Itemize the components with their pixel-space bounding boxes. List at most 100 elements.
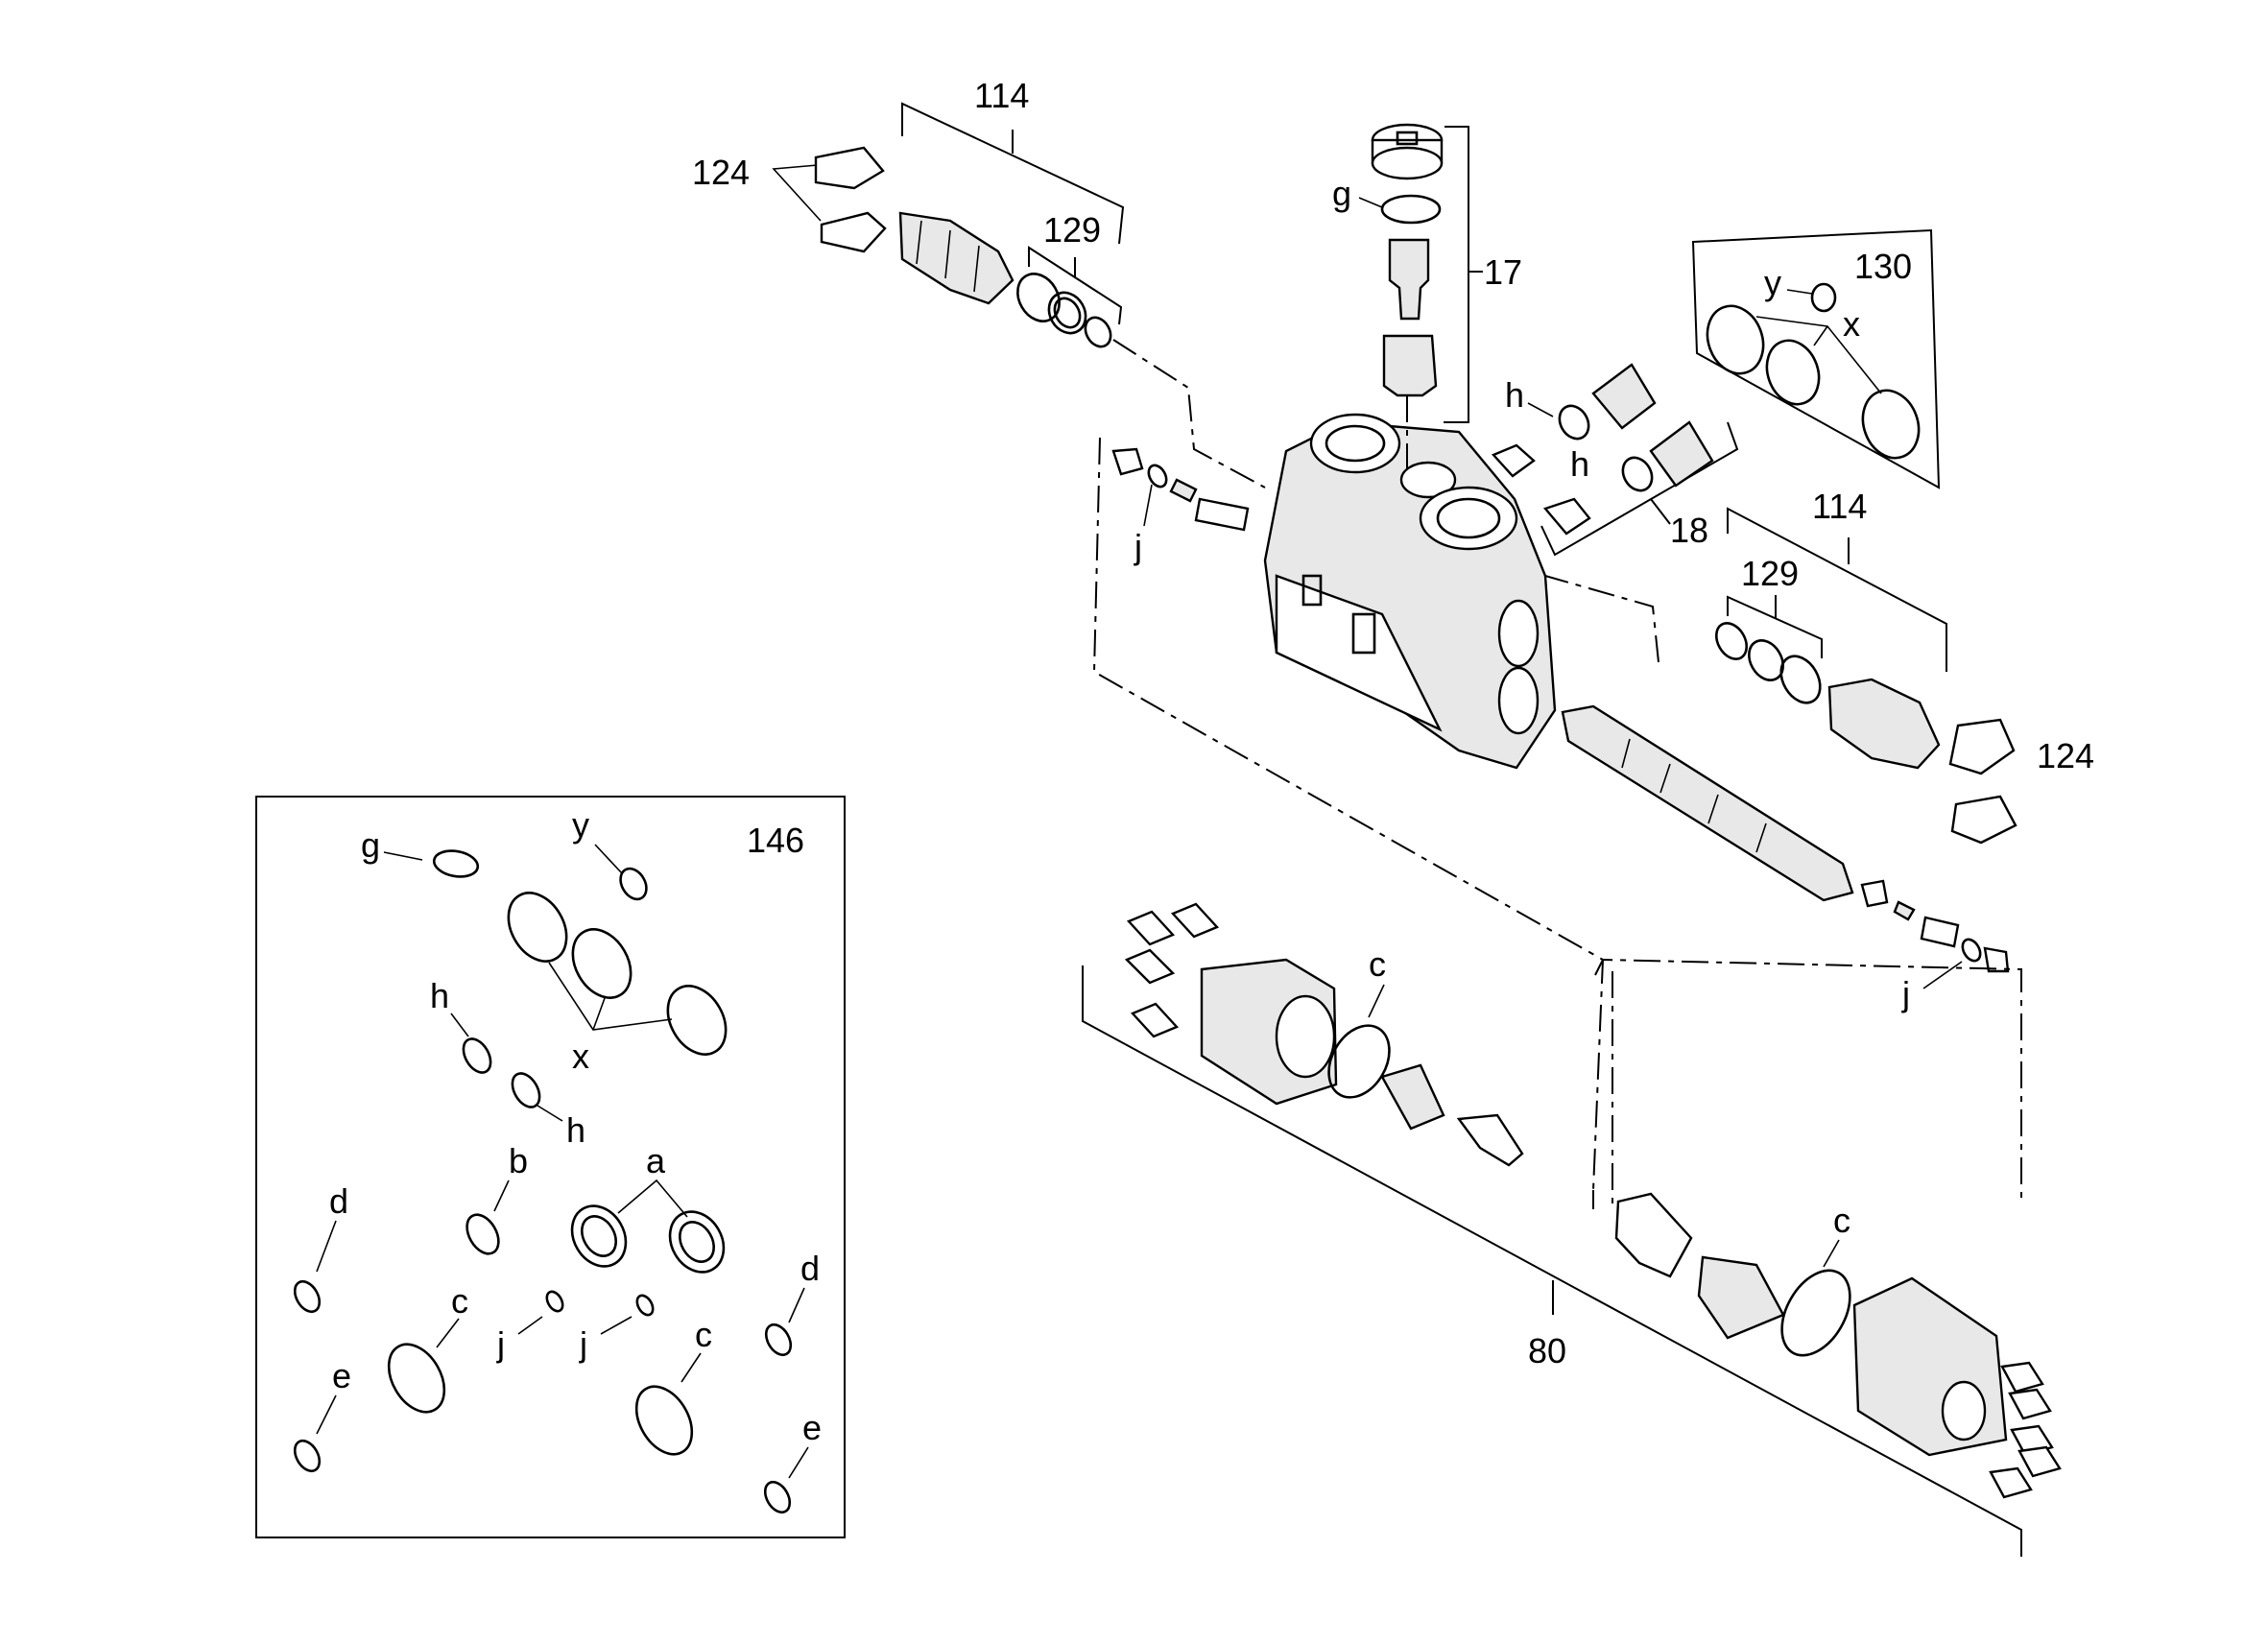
kit-seal-e-2 <box>763 1480 792 1514</box>
kit-130-frame <box>1691 228 1941 489</box>
kit-seal-g <box>432 849 480 878</box>
kit-146-title: 146 <box>747 821 804 860</box>
oring-h-2 <box>1621 456 1654 492</box>
callout-x-130: x <box>1843 304 1860 344</box>
kit-146-panel: 146 g y x h h b a d <box>255 796 846 1538</box>
plug-left <box>1111 447 1144 476</box>
ring-129-right-3 <box>1779 655 1822 704</box>
check-valve-assembly-17: 17 g <box>1332 123 1522 476</box>
plunger-18-2 <box>1542 497 1591 536</box>
kit-label-d-2: d <box>800 1249 820 1288</box>
plunger-18-1 <box>1491 443 1536 478</box>
kit-seal-d-2 <box>764 1322 793 1357</box>
body-port-3 <box>1419 486 1518 551</box>
check-valve-assembly-18: 18 h h <box>1491 363 1739 557</box>
kit-seal-j-2 <box>635 1294 655 1317</box>
callout-h-1: h <box>1505 375 1524 415</box>
plug-right <box>1983 946 2010 973</box>
callout-114-top: 114 <box>974 76 1029 115</box>
kit-label-g: g <box>361 825 380 865</box>
relief-valve-assembly-top: 114 124 129 <box>692 76 1266 488</box>
kit-146-frame <box>255 796 846 1538</box>
callout-114-right: 114 <box>1812 487 1867 526</box>
relief-cartridge-top <box>898 211 1015 305</box>
cap-124-right-1 <box>1948 718 2016 775</box>
relief-valve-assembly-right: 114 129 124 <box>1544 487 2094 845</box>
bolt-left-4 <box>1130 1002 1180 1038</box>
kit-seal-y <box>619 867 648 901</box>
spring-seat-80-left <box>1456 1113 1524 1167</box>
ring-129-top-3 <box>1084 316 1112 348</box>
kit-label-d-1: d <box>329 1181 348 1221</box>
cap-124-top-1 <box>814 146 885 190</box>
body-port-4 <box>1497 599 1540 668</box>
callout-h-2: h <box>1570 444 1589 484</box>
callout-129-right: 129 <box>1741 554 1799 593</box>
oring-g-top <box>1380 194 1442 225</box>
oring-h-1 <box>1558 404 1590 441</box>
body-port-1 <box>1309 413 1401 474</box>
callout-18: 18 <box>1670 511 1708 550</box>
kit-label-c-1: c <box>451 1281 468 1321</box>
poppet-17 <box>1388 238 1430 321</box>
body-port-2 <box>1399 461 1457 499</box>
kit-label-h-2: h <box>566 1110 585 1150</box>
kit-seal-e-1 <box>293 1439 322 1473</box>
seal-y-130 <box>1810 282 1837 313</box>
kit-label-y: y <box>572 805 589 845</box>
kit-seal-b <box>466 1213 500 1255</box>
seal-c-right <box>1780 1269 1851 1357</box>
spool <box>1561 704 1854 902</box>
spring-80-right <box>1697 1255 1785 1340</box>
bracket-80 <box>1082 965 2022 1557</box>
callout-124-right: 124 <box>2037 736 2094 775</box>
kit-seal-j-1 <box>545 1290 564 1313</box>
spring-seat-17 <box>1382 334 1438 397</box>
spool-end-piece <box>1860 879 1889 908</box>
ring-129-right-2 <box>1748 639 1784 681</box>
piston-j-left <box>1194 497 1250 532</box>
spring-j-right <box>1893 900 1916 921</box>
callout-17: 17 <box>1484 252 1522 292</box>
ring-129-top-2 <box>1047 291 1087 335</box>
callout-j-left: j <box>1134 527 1142 566</box>
ring-x-130-3 <box>1861 389 1921 460</box>
ring-129-right-1 <box>1714 622 1749 660</box>
seal-c-left <box>1327 1024 1391 1099</box>
callout-129-top: 129 <box>1043 210 1101 250</box>
valve-body <box>1263 413 1557 770</box>
kit-label-x: x <box>572 1036 589 1076</box>
spring-seat-80-right <box>1614 1192 1693 1278</box>
callout-c-left: c <box>1369 944 1386 984</box>
kit-label-j-2: j <box>579 1324 587 1364</box>
bolt-right-4 <box>2017 1445 2062 1478</box>
plug-assembly-left: j <box>1092 437 1605 1191</box>
kit-wiper-a-1 <box>570 1204 628 1268</box>
piston-j-right <box>1920 916 1960 948</box>
kit-ring-x-3 <box>666 985 728 1056</box>
kit-ring-x-2 <box>571 928 633 999</box>
kit-label-h-1: h <box>430 976 449 1015</box>
kit-ring-c-1 <box>387 1343 446 1414</box>
kit-label-a: a <box>646 1141 666 1180</box>
spring-18-1 <box>1591 363 1657 430</box>
cover-right <box>1852 1276 2008 1457</box>
kit-130-panel: 130 y x <box>1691 228 1941 489</box>
cap-124-right-2 <box>1950 795 2017 845</box>
kit-label-e-2: e <box>802 1408 822 1447</box>
callout-c-right: c <box>1833 1201 1850 1240</box>
callout-y-130: y <box>1764 263 1781 302</box>
body-port-5 <box>1497 666 1540 735</box>
kit-seal-d-1 <box>293 1279 322 1314</box>
bolt-right-2 <box>2008 1388 2052 1420</box>
spool-assembly: j <box>1561 704 2010 1013</box>
oring-j-right <box>1961 938 1982 963</box>
kit-ring-x-1 <box>507 892 568 963</box>
kit-label-e-1: e <box>332 1356 351 1395</box>
bolt-left-2 <box>1126 910 1176 946</box>
kit-label-j-1: j <box>496 1324 505 1364</box>
bolt-right-5 <box>1989 1466 2033 1499</box>
spring-18-2 <box>1649 420 1714 488</box>
ring-x-130-2 <box>1765 339 1821 406</box>
